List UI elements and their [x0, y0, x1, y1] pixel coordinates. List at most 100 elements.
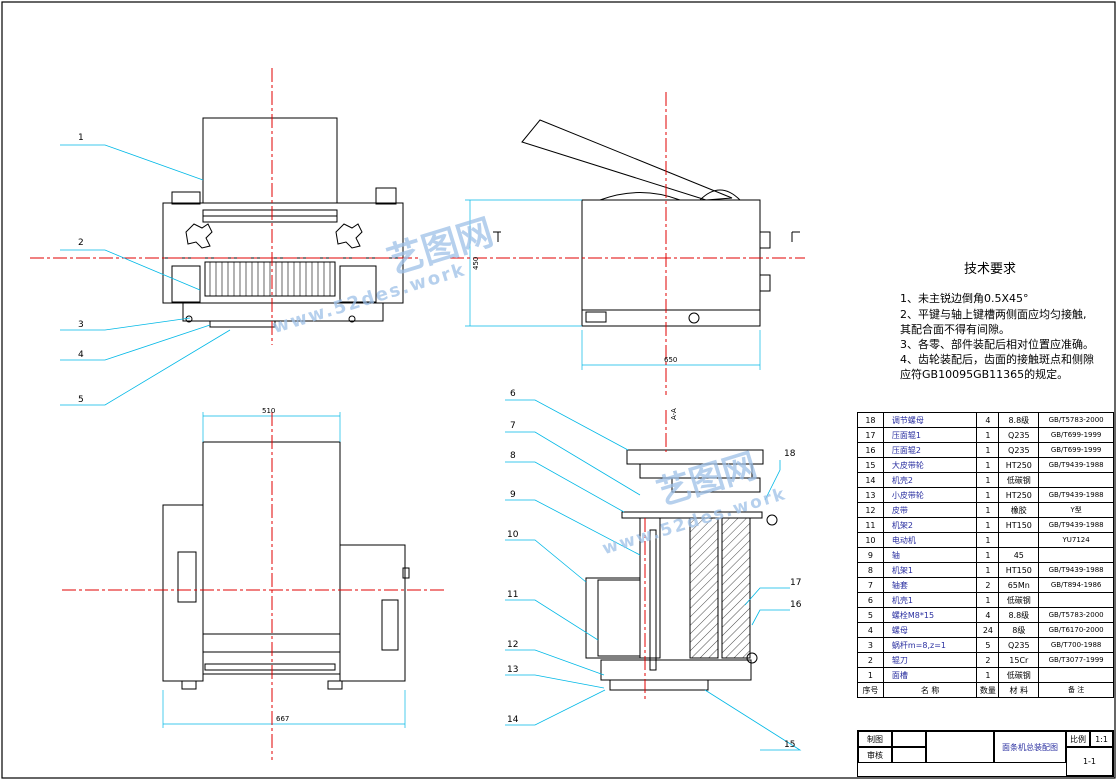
bom-cell-std: [1038, 547, 1114, 563]
bom-header-row: 序号名 称数量材 料备 注: [857, 682, 1114, 698]
title-checked-value: [892, 747, 926, 763]
bom-cell-std: Y型: [1038, 502, 1114, 518]
sheet-number: 1-1: [1066, 747, 1113, 776]
bom-cell-name: 辊刀: [882, 652, 978, 668]
bom-cell-name: 机壳2: [882, 472, 978, 488]
bom-cell-no: 5: [857, 607, 884, 623]
bom-cell-no: 11: [857, 517, 884, 533]
tech-line-3: 其配合面不得有间隙。: [900, 323, 1010, 336]
bom-cell-std: GB/T700-1988: [1038, 637, 1114, 653]
bom-cell-mat: HT250: [998, 457, 1040, 473]
bom-cell-no: 17: [857, 427, 884, 443]
bom-cell-name: 压面辊2: [882, 442, 978, 458]
leader-5: 5: [78, 395, 84, 405]
bom-cell-std: GB/T894-1986: [1038, 577, 1114, 593]
bom-cell-mat: 8级: [998, 622, 1040, 638]
tech-requirements-title: 技术要求: [964, 262, 1017, 277]
bom-cell-mat: Q235: [998, 427, 1040, 443]
leader-16: 16: [790, 600, 802, 610]
bom-cell-qty: 1: [976, 547, 1000, 563]
title-drawn-label: 制图: [858, 731, 892, 747]
tech-line-2: 2、平键与轴上键槽两侧面应均匀接触,: [900, 308, 1087, 321]
leader-1: 1: [78, 133, 84, 143]
bom-cell-mat: 橡胶: [998, 502, 1040, 518]
top-view: [162, 441, 410, 690]
bom-cell-qty: 1: [976, 442, 1000, 458]
bom-cell-qty: 1: [976, 562, 1000, 578]
bom-cell-name: 名 称: [882, 682, 978, 698]
bom-cell-name: 大皮带轮: [882, 457, 978, 473]
bom-cell-mat: [998, 532, 1040, 548]
bom-cell-no: 13: [857, 487, 884, 503]
scale-value: 1:1: [1090, 731, 1113, 747]
bom-cell-qty: 1: [976, 667, 1000, 683]
leader-15: 15: [784, 740, 795, 750]
leader-14: 14: [507, 715, 519, 725]
bom-cell-std: [1038, 667, 1114, 683]
dim-side-height: 450: [472, 257, 480, 270]
bom-cell-qty: 1: [976, 532, 1000, 548]
bom-cell-mat: 65Mn: [998, 577, 1040, 593]
bom-cell-qty: 1: [976, 592, 1000, 608]
bom-cell-no: 10: [857, 532, 884, 548]
bom-cell-no: 16: [857, 442, 884, 458]
bom-cell-name: 压面辊1: [882, 427, 978, 443]
leader-10: 10: [507, 530, 519, 540]
bom-cell-std: 备 注: [1038, 682, 1114, 698]
bom-cell-qty: 1: [976, 487, 1000, 503]
bom-cell-mat: HT150: [998, 562, 1040, 578]
bom-cell-name: 蜗杆m=8,z=1: [882, 637, 978, 653]
bom-cell-qty: 1: [976, 457, 1000, 473]
bom-cell-qty: 4: [976, 412, 1000, 428]
leader-3: 3: [78, 320, 84, 330]
side-view: [493, 119, 800, 327]
center-lines: [30, 68, 805, 760]
bom-cell-std: YU7124: [1038, 532, 1114, 548]
leader-2: 2: [78, 238, 84, 248]
section-view: [585, 449, 778, 691]
leader-13: 13: [507, 665, 518, 675]
bom-cell-mat: 低碳钢: [998, 472, 1040, 488]
bom-cell-no: 12: [857, 502, 884, 518]
bom-cell-qty: 2: [976, 652, 1000, 668]
bom-cell-std: GB/T699-1999: [1038, 427, 1114, 443]
bom-cell-no: 8: [857, 562, 884, 578]
bom-cell-name: 螺栓M8*15: [882, 607, 978, 623]
leader-11: 11: [507, 590, 518, 600]
bom-cell-no: 2: [857, 652, 884, 668]
bom-cell-std: GB/T6170-2000: [1038, 622, 1114, 638]
bom-cell-mat: 材 料: [998, 682, 1040, 698]
bom-cell-qty: 24: [976, 622, 1000, 638]
bom-cell-name: 小皮带轮: [882, 487, 978, 503]
dim-side-bottom: 650: [664, 356, 677, 364]
bom-cell-no: 18: [857, 412, 884, 428]
bom-cell-no: 14: [857, 472, 884, 488]
bom-cell-mat: 45: [998, 547, 1040, 563]
bom-cell-name: 轴: [882, 547, 978, 563]
bom-cell-qty: 1: [976, 517, 1000, 533]
section-label: A-A: [670, 408, 678, 420]
bom-cell-no: 3: [857, 637, 884, 653]
bom-cell-std: GB/T9439-1988: [1038, 562, 1114, 578]
bom-cell-mat: Q235: [998, 442, 1040, 458]
drawing-name: 面条机总装配图: [994, 731, 1066, 763]
bom-cell-no: 7: [857, 577, 884, 593]
bom-cell-name: 皮带: [882, 502, 978, 518]
bom-cell-name: 螺母: [882, 622, 978, 638]
dim-front-top: 510: [262, 407, 275, 415]
bom-cell-std: [1038, 472, 1114, 488]
